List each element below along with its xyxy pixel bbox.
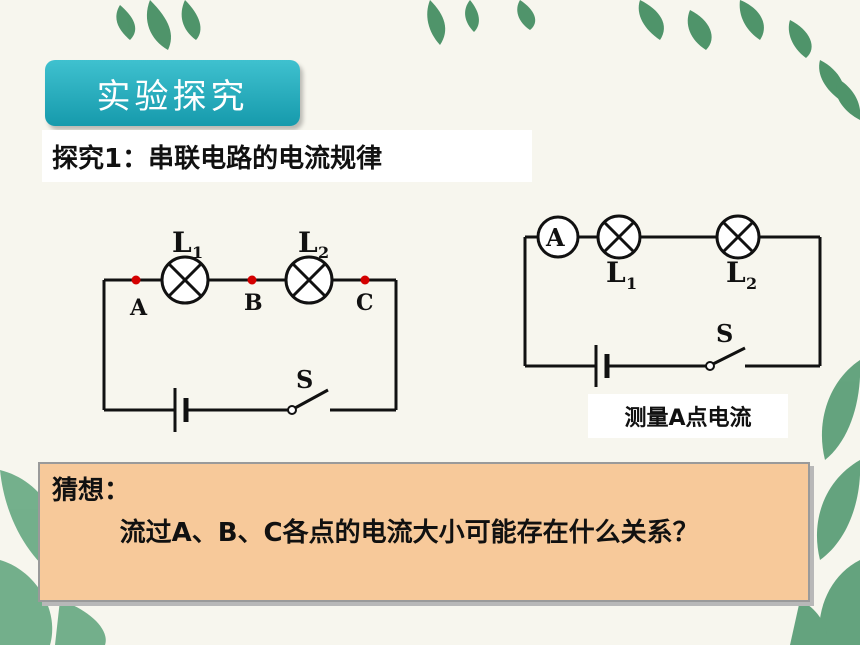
- right-lamp-2: [715, 214, 761, 260]
- right-switch-blade: [712, 346, 746, 366]
- measurement-caption: 测量A点电流: [588, 394, 788, 438]
- right-lamp-2-subscript: 2: [746, 274, 757, 293]
- left-lamp-1-subscript: 1: [192, 243, 203, 262]
- point-c-label: C: [356, 290, 374, 316]
- left-lamp-1: [160, 255, 210, 305]
- point-b-label: B: [244, 290, 263, 316]
- left-lamp-2: [284, 255, 334, 305]
- left-lamp-2-label: L: [298, 226, 318, 259]
- left-switch-pivot: [287, 405, 297, 415]
- hypothesis-text: 流过A、B、C各点的电流大小可能存在什么关系？: [119, 518, 699, 548]
- section-title-badge: 实验探究: [45, 60, 300, 126]
- left-lamp-2-subscript: 2: [318, 243, 329, 262]
- right-switch-pivot: [705, 361, 715, 371]
- point-c-dot: [360, 275, 370, 285]
- hypothesis-box: 猜想： 流过A、B、C各点的电流大小可能存在什么关系？: [38, 462, 810, 602]
- right-lamp-1: [596, 214, 642, 260]
- right-switch-label: S: [716, 319, 733, 348]
- left-switch-blade: [294, 388, 329, 410]
- ammeter-label: A: [545, 223, 565, 252]
- hypothesis-label: 猜想：: [52, 476, 131, 506]
- ammeter-symbol: [536, 215, 580, 259]
- point-b-dot: [247, 275, 257, 285]
- experiment-subtitle: 探究1：串联电路的电流规律: [42, 130, 532, 182]
- right-lamp-1-label: L: [606, 256, 626, 289]
- right-lamp-1-subscript: 1: [626, 274, 637, 293]
- point-a-label: A: [129, 295, 148, 321]
- left-switch-label: S: [296, 365, 313, 394]
- point-a-dot: [131, 275, 141, 285]
- right-lamp-2-label: L: [726, 256, 746, 289]
- left-lamp-1-label: L: [172, 226, 192, 259]
